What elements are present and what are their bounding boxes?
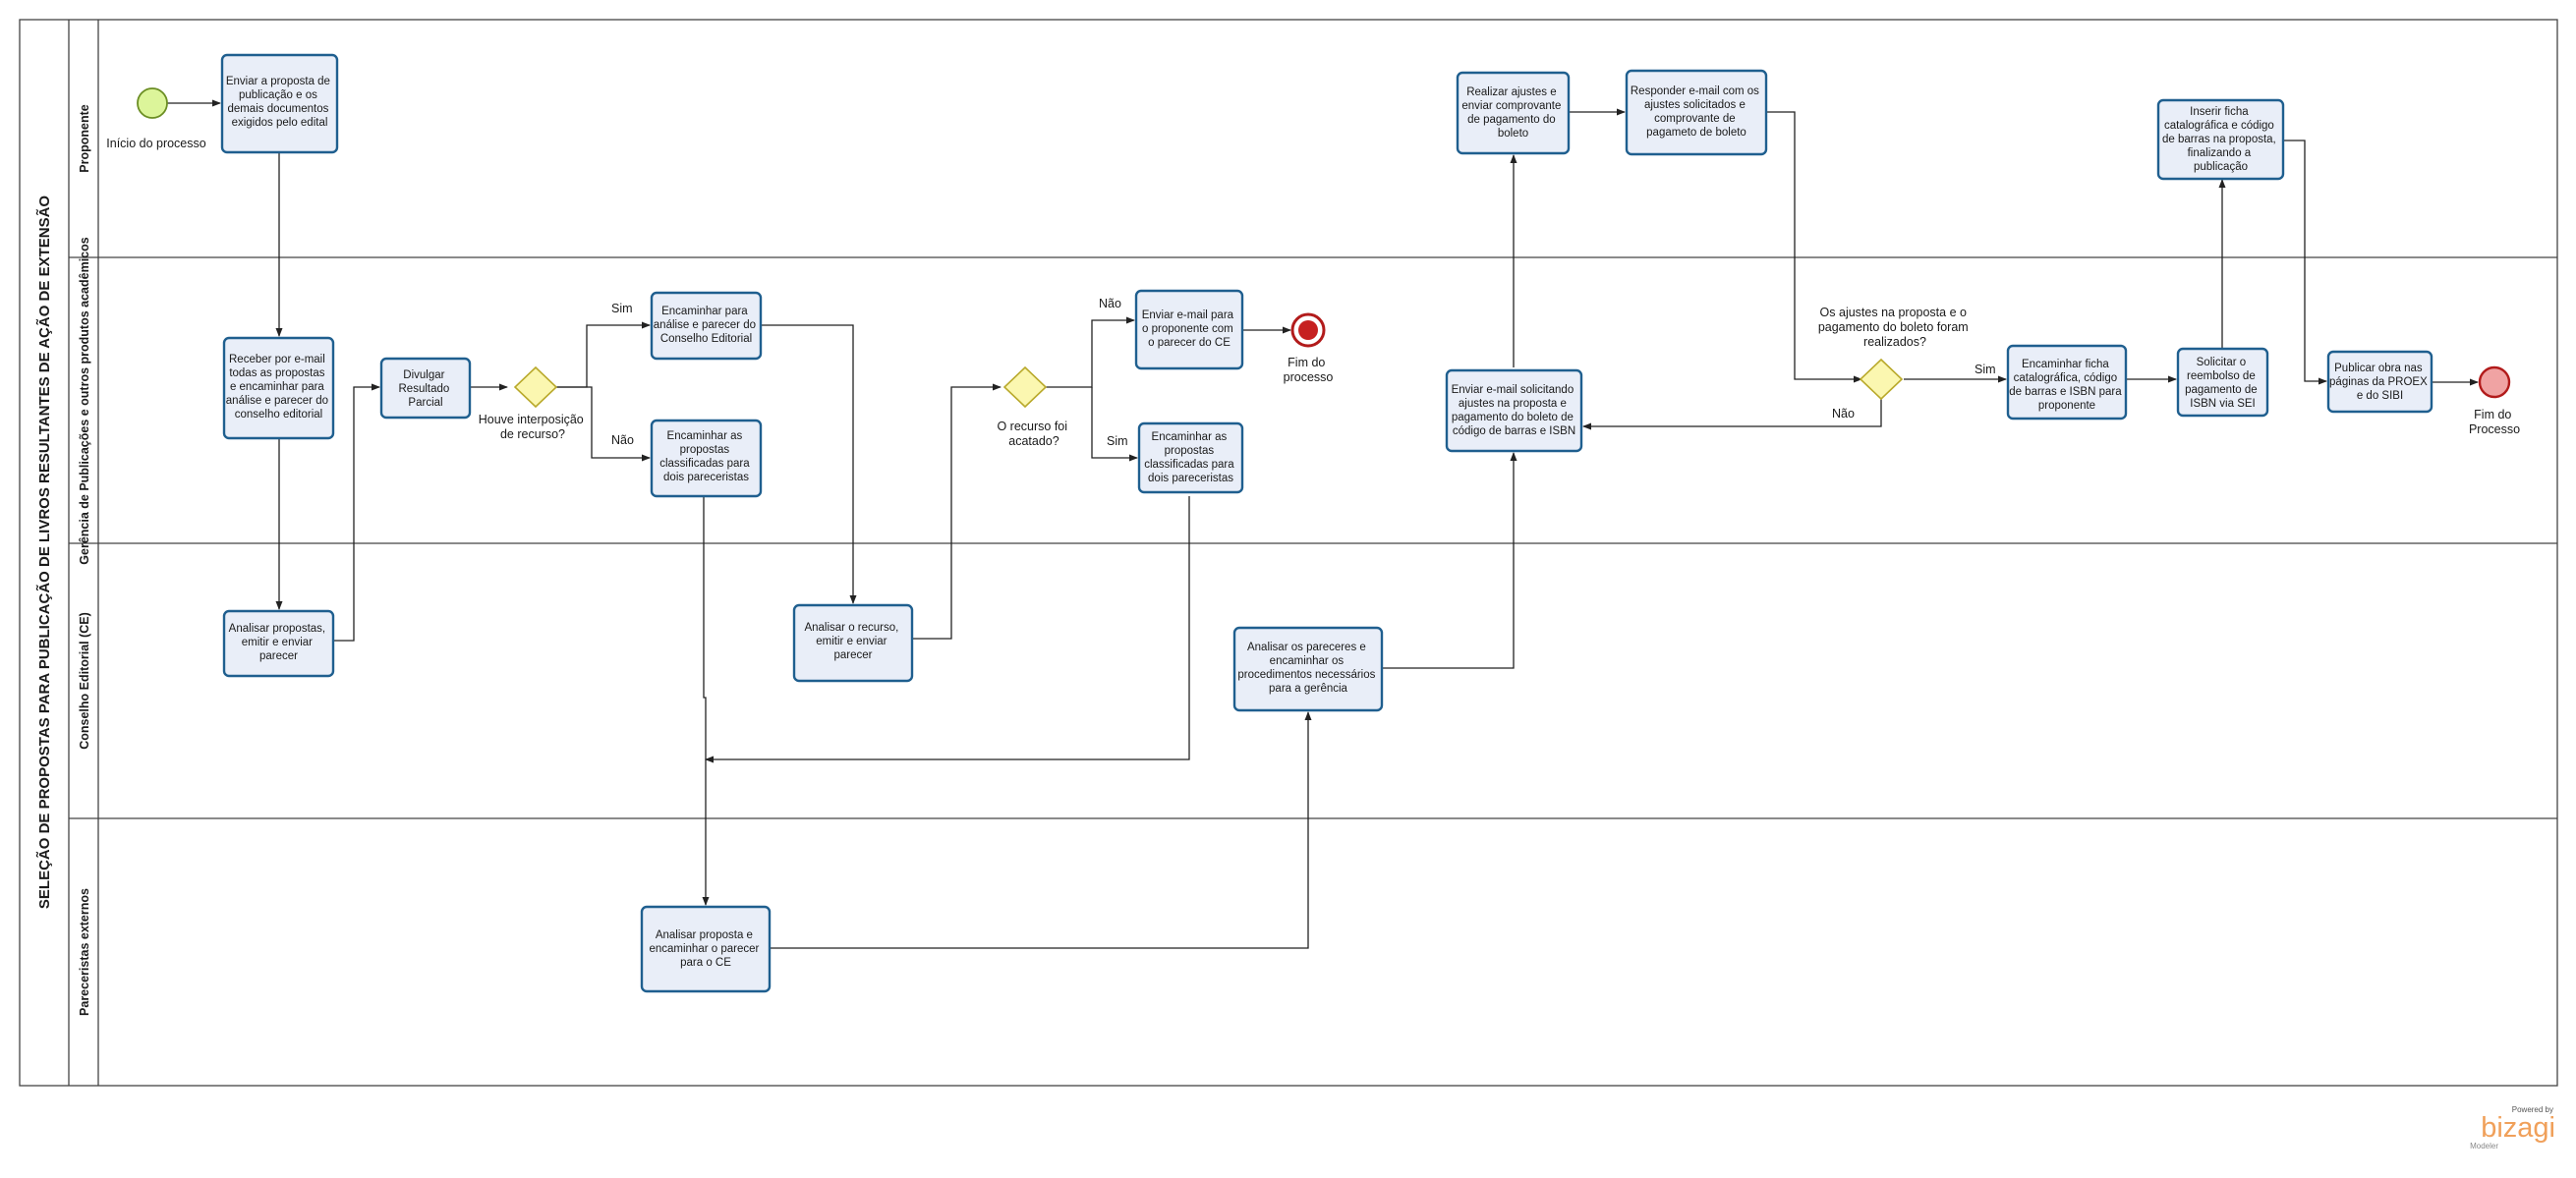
svg-text:Inserir ficha catalográf: Inserir ficha catalográfica e código de … [2162,106,2279,173]
gateway-recurso: Houve interposição de recurso? [479,365,588,441]
task-inserir-ficha: Inserir ficha catalográfica e código de … [2156,98,2285,181]
svg-text:Responder e-mail com os: Responder e-mail com os ajustes solicita… [1631,85,1762,139]
flow-label-sim: Sim [1107,434,1128,448]
task-publicar-obra: Publicar obra nas páginas da PROEX e do … [2326,350,2433,414]
svg-text:Solicitar o reembolso de: Solicitar o reembolso de pagamento de IS… [2185,357,2261,410]
task-responder-email: Responder e-mail com os ajustes solicita… [1625,69,1768,156]
task-analisar-proposta-externos: Analisar proposta e encaminhar o parecer… [640,905,772,993]
svg-text:Analisar propostas, emit: Analisar propostas, emitir e enviar pare… [229,623,329,662]
pool-frame [19,19,2558,1087]
flow-label-nao: Não [1099,297,1121,310]
task-analisar-recurso: Analisar o recurso, emitir e enviar pare… [792,603,914,683]
gateway-acatado: O recurso foi acatado? [997,365,1070,448]
sequence-flows [167,99,2479,949]
lane-title-pareceristas: Pareceristas externos [78,888,91,1016]
svg-text:Powered by: Powered by [2512,1105,2553,1114]
lane-title-gerencia: Gerência de Publicações e outros produto… [78,237,91,564]
svg-text:Encaminhar as propostas: Encaminhar as propostas classificadas pa… [659,430,753,483]
svg-text:bizagi: bizagi [2481,1112,2555,1144]
svg-text:Enviar e-mail solicitando: Enviar e-mail solicitando ajustes na pro… [1452,384,1577,437]
task-receber-email: Receber por e-mail todas as propostas e … [222,336,335,440]
svg-text:Enviar a proposta de pub: Enviar a proposta de publicação e os dem… [226,76,333,129]
task-encaminhar-pareceristas: Encaminhar as propostas classificadas pa… [1137,421,1244,494]
task-enviar-proposta: Enviar a proposta de publicação e os dem… [220,53,339,154]
task-enviar-email-ajustes: Enviar e-mail solicitando ajustes na pro… [1445,368,1583,453]
svg-text:Encaminhar as propostas: Encaminhar as propostas classificadas pa… [1144,431,1237,484]
task-analisar-propostas: Analisar propostas, emitir e enviar pare… [222,609,335,678]
task-realizar-ajustes: Realizar ajustes e enviar comprovante de… [1456,71,1571,155]
task-divulgar-resultado: Divulgar Resultado Parcial [379,357,472,420]
task-solicitar-reembolso: Solicitar o reembolso de pagamento de IS… [2176,347,2269,418]
gateway-label: Os ajustes na proposta e o pagamento do … [1818,306,1972,349]
svg-text:Publicar obra nas página: Publicar obra nas páginas da PROEX e do … [2329,363,2431,402]
task-encaminhar-pareceristas: Encaminhar as propostas classificadas pa… [650,419,763,498]
gateway-ajustes: Os ajustes na proposta e o pagamento do … [1818,306,1972,401]
pool-title: SELEÇÃO DE PROPOSTAS PARA PUBLICAÇÃO DE … [35,196,53,910]
flow-label-nao: Não [611,433,634,447]
svg-text:Analisar proposta e enca: Analisar proposta e encaminhar o parecer… [649,929,762,969]
svg-text:Receber por e-mail todas: Receber por e-mail todas as propostas e … [226,354,331,421]
task-encaminhar-ficha: Encaminhar ficha catalográfica, código d… [2006,344,2128,421]
lane-title-proponente: Proponente [78,104,91,172]
svg-text:Enviar e-mail para o pro: Enviar e-mail para o proponente com o pa… [1142,309,1237,349]
flow-label-nao: Não [1832,407,1855,421]
svg-text:Analisar os pareceres e: Analisar os pareceres e encaminhar os pr… [1237,642,1378,695]
task-analisar-pareceres: Analisar os pareceres e encaminhar os pr… [1232,626,1384,712]
lane-title-conselho: Conselho Editorial (CE) [78,612,91,750]
svg-text:Encaminhar para análise: Encaminhar para análise e parecer do Con… [654,306,759,345]
gateway-label: O recurso foi acatado? [997,420,1070,448]
flow-label-sim: Sim [611,302,633,315]
svg-text:Analisar o recurso, emit: Analisar o recurso, emitir e enviar pare… [804,622,901,661]
svg-text:Modeler: Modeler [2470,1142,2498,1150]
task-enviar-email-ce: Enviar e-mail para o proponente com o pa… [1134,289,1244,370]
end-event-processo: Fim do processo [1284,312,1334,384]
gateway-label: Houve interposição de recurso? [479,413,588,441]
svg-text:Realizar ajustes e envia: Realizar ajustes e enviar comprovante de… [1461,86,1564,140]
svg-text:Encaminhar ficha catalog: Encaminhar ficha catalográfica, código d… [2009,359,2125,412]
svg-text:Divulgar Resultado: Divulgar Resultado Parcial [399,369,453,409]
start-event-label: Início do processo [106,137,205,150]
end-event-label: Fim do processo [1284,356,1334,384]
end-event-final: Fim do Processo [2469,365,2520,436]
start-event: Início do processo [106,87,206,150]
task-encaminhar-ce: Encaminhar para análise e parecer do Con… [650,291,763,361]
bizagi-logo: Powered by bizagi Modeler [2470,1105,2555,1150]
flow-label-sim: Sim [1975,363,1996,376]
end-event-label: Fim do Processo [2469,408,2520,436]
